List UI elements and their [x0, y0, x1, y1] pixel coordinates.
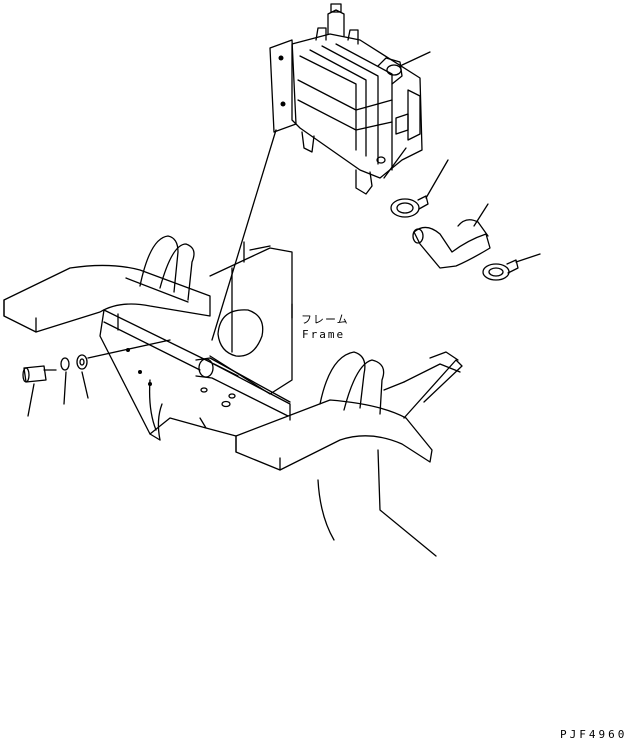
drawing-code: PJF4960 — [560, 728, 628, 741]
fastener-set — [22, 339, 171, 417]
frame-label-japanese: フレーム — [301, 313, 349, 326]
frame-structure — [3, 235, 463, 557]
hose-and-clamps — [390, 159, 541, 281]
control-valve-assembly — [269, 3, 431, 195]
frame-label-english: Frame — [302, 328, 346, 341]
mounting-leader-line — [211, 129, 277, 341]
